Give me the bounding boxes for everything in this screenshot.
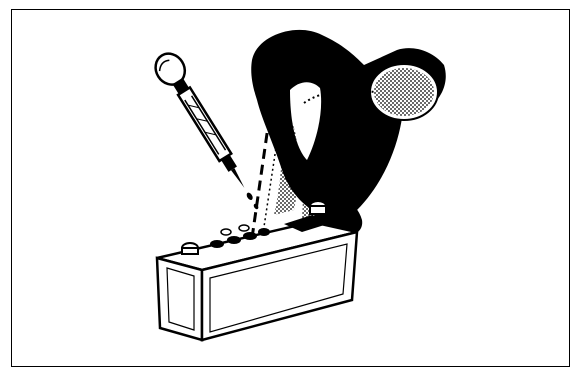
battery-icon — [157, 201, 357, 340]
battery-hazard-illustration — [12, 10, 569, 366]
figure-frame — [11, 9, 570, 367]
